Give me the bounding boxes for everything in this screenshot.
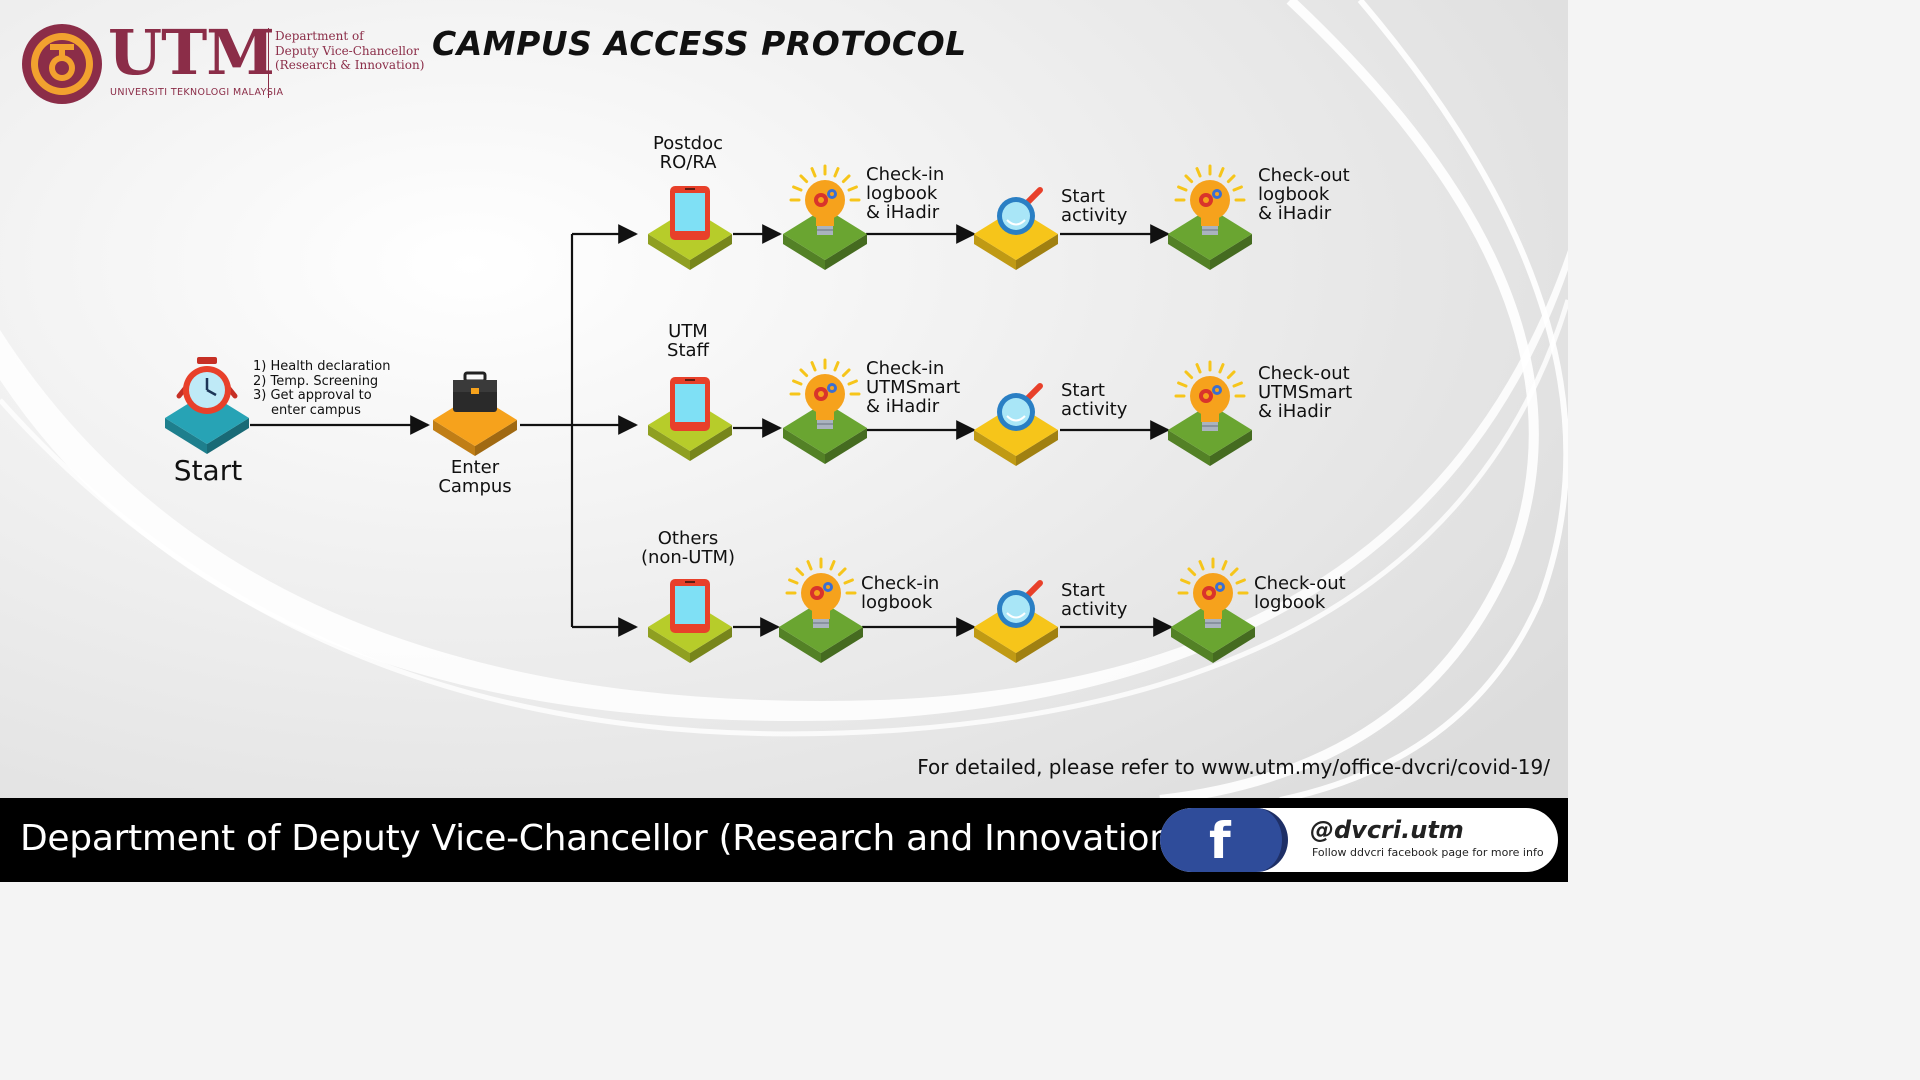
facebook-icon[interactable] — [1160, 808, 1288, 872]
flow-connectors — [250, 224, 1173, 637]
row-1-checkout-label: Check-out logbook & iHadir — [1258, 165, 1350, 224]
smartphone-icon — [670, 377, 710, 431]
magnifier-icon — [997, 580, 1043, 628]
entry-step: 1) Health declaration — [253, 359, 391, 374]
utm-wordmark: UTM — [108, 16, 275, 89]
lightbulb-gear-icon — [785, 557, 857, 628]
lightbulb-gear-icon — [1177, 557, 1249, 628]
row-2-checkout-label: Check-out UTMSmart & iHadir — [1258, 363, 1353, 422]
magnifier-icon — [997, 383, 1043, 431]
row-2-category-label: UTM Staff — [667, 321, 709, 361]
logo-divider — [268, 28, 269, 98]
row-2-activity-label: Start activity — [1061, 380, 1128, 420]
start-platform — [165, 392, 249, 454]
row-3-checkin-label: Check-in logbook — [861, 573, 940, 613]
start-label: Start — [173, 454, 243, 487]
logo-department-line: Deputy Vice-Chancellor — [275, 43, 419, 58]
magnifier-icon — [997, 187, 1043, 235]
lightbulb-gear-icon — [1174, 360, 1246, 431]
reference-link-text: For detailed, please refer to www.utm.my… — [917, 755, 1550, 779]
logo-department-line: (Research & Innovation) — [275, 58, 425, 72]
footer-department: Department of Deputy Vice-Chancellor (Re… — [20, 818, 1186, 859]
entry-step: 3) Get approval to — [253, 388, 372, 403]
row-3-activity-label: Start activity — [1061, 580, 1128, 620]
lightbulb-gear-icon — [789, 164, 861, 235]
background-swooshes — [0, 0, 1568, 882]
row-3-category-label: Others (non-UTM) — [640, 528, 736, 568]
facebook-note: Follow ddvcri facebook page for more inf… — [1312, 846, 1544, 859]
entry-steps: 1) Health declaration 2) Temp. Screening… — [253, 359, 413, 418]
diagram-canvas: UTM UNIVERSITI TEKNOLOGI MALAYSIA Depart… — [0, 0, 1568, 882]
facebook-letter: f — [1209, 812, 1231, 870]
lightbulb-gear-icon — [1174, 164, 1246, 235]
logo-department-line: Department of — [275, 29, 364, 43]
lightbulb-gear-icon — [789, 358, 861, 429]
entry-step: 2) Temp. Screening — [253, 373, 379, 389]
row-2-checkin-label: Check-in UTMSmart & iHadir — [866, 358, 961, 417]
alarm-clock-icon — [176, 357, 238, 414]
row-1-category-label: Postdoc RO/RA — [653, 133, 723, 173]
page-title: CAMPUS ACCESS PROTOCOL — [432, 24, 967, 63]
university-name: UNIVERSITI TEKNOLOGI MALAYSIA — [110, 87, 284, 98]
row-1-checkin-label: Check-in logbook & iHadir — [866, 164, 945, 223]
flow-icons — [165, 164, 1255, 663]
row-1-activity-label: Start activity — [1061, 186, 1128, 226]
enter-campus-label: Enter Campus — [438, 457, 512, 497]
smartphone-icon — [670, 579, 710, 633]
smartphone-icon — [670, 186, 710, 240]
facebook-handle[interactable]: @dvcri.utm — [1310, 816, 1464, 844]
row-3-checkout-label: Check-out logbook — [1254, 573, 1346, 613]
utm-crest-logo — [22, 24, 102, 104]
briefcase-icon — [453, 371, 497, 412]
entry-step: enter campus — [271, 402, 361, 418]
logo-department: Department of Deputy Vice-Chancellor (Re… — [275, 29, 424, 73]
